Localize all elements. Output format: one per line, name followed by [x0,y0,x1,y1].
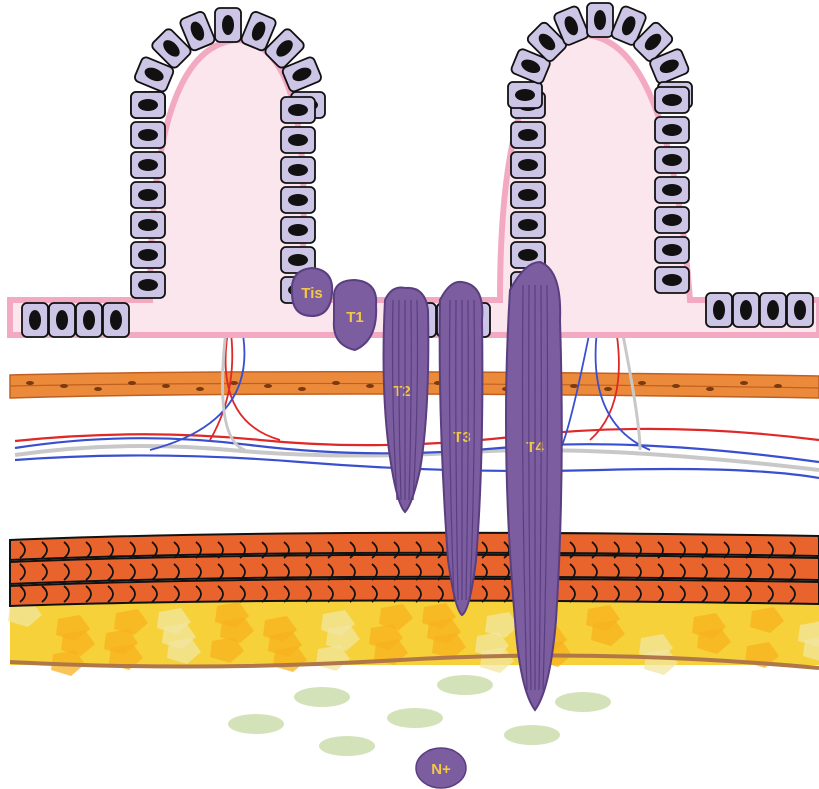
epithelial-cell [508,82,542,108]
lymph-nodes [228,675,611,756]
lymph-node [437,675,493,695]
epithelial-cell [587,3,613,37]
epithelial-cell [215,8,241,42]
epithelial-cell [281,217,315,243]
epithelial-cell [655,117,689,143]
epithelial-cell [131,122,165,148]
epithelial-cell [131,92,165,118]
epithelial-cell [131,152,165,178]
epithelial-cell [655,87,689,113]
epithelial-cell [103,303,129,337]
epithelial-cell [131,242,165,268]
epithelial-cell [281,127,315,153]
epithelial-cell [760,293,786,327]
epithelial-cell [76,303,102,337]
epithelial-cell [281,157,315,183]
epithelial-cell [131,272,165,298]
epithelial-cell [706,293,732,327]
epithelial-cell [511,212,545,238]
epithelial-cell [655,177,689,203]
stage-label-tis: Tis [301,285,322,302]
epithelial-cell [733,293,759,327]
epithelial-cell [787,293,813,327]
epithelial-cell [131,212,165,238]
epithelial-cell [655,147,689,173]
lymph-node [228,714,284,734]
epithelial-cell [511,182,545,208]
lymph-node [319,736,375,756]
metastatic-node: N+ [416,748,466,788]
mucosa-epithelium [10,3,819,337]
epithelial-cell [22,303,48,337]
epithelial-cell [49,303,75,337]
lymph-node [294,687,350,707]
epithelial-cell [131,182,165,208]
epithelial-cell [281,187,315,213]
tumor-t1: T1 [334,280,376,350]
epithelial-cell [511,122,545,148]
stage-label-n: N+ [431,761,451,778]
lymph-node [555,692,611,712]
stage-label-t1: T1 [346,309,364,326]
lymph-node [504,725,560,745]
epithelial-cell [655,207,689,233]
epithelial-cell [281,97,315,123]
tumor-t2: T2 [384,288,429,513]
epithelial-cell [655,267,689,293]
muscularis-propria-layer [10,533,819,606]
epithelial-cell [655,237,689,263]
stage-label-t2: T2 [393,383,411,400]
tumor-tis: Tis [292,268,332,316]
epithelial-cell [511,152,545,178]
serosa-fat-layer [8,600,819,676]
lymph-node [387,708,443,728]
